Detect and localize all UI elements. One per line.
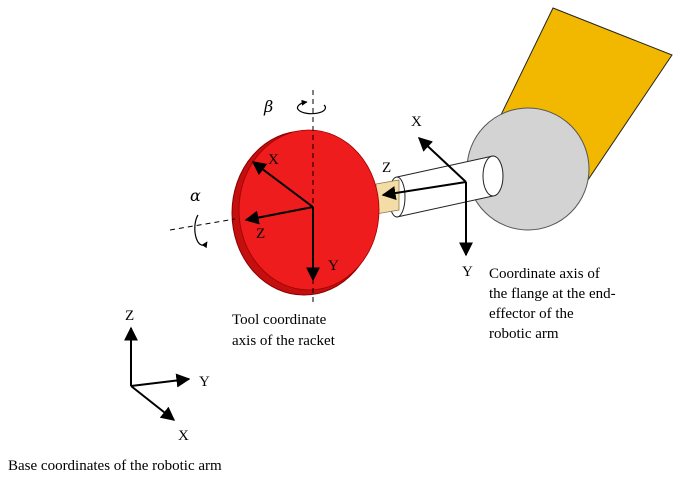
flange-caption-line-2: the flange at the end-	[489, 286, 616, 302]
base-y-label: Y	[199, 374, 210, 390]
flange-caption-line-1: Coordinate axis of	[489, 266, 600, 282]
base-x-label: X	[178, 428, 189, 444]
alpha-rotation-icon	[194, 214, 208, 249]
flange-caption-line-3: effector of the	[489, 306, 574, 322]
base-z-label: Z	[125, 308, 134, 324]
tool-coordinate-frame	[244, 161, 320, 282]
flange-coordinate-frame	[381, 137, 473, 257]
flange-y-label: Y	[462, 264, 473, 280]
beta-rotation-icon	[296, 99, 327, 115]
tool-x-label: X	[268, 152, 279, 168]
base-caption: Base coordinates of the robotic arm	[8, 458, 222, 474]
alpha-rotation-axis	[169, 218, 236, 231]
alpha-label: α	[190, 186, 201, 205]
flange-z-label: Z	[382, 160, 391, 176]
tool-z-label: Z	[256, 226, 265, 242]
beta-label: β	[263, 97, 273, 116]
flange-caption-line-4: robotic arm	[489, 326, 559, 342]
tool-y-label: Y	[328, 258, 339, 274]
tool-caption-line-2: axis of the racket	[232, 333, 336, 349]
flange-caption: Coordinate axis of the flange at the end…	[489, 266, 616, 342]
base-coordinate-frame	[124, 326, 191, 421]
racket-handle	[375, 179, 400, 215]
flange-adapter	[388, 155, 504, 218]
flange-x-label: X	[411, 114, 422, 130]
tool-caption-line-1: Tool coordinate	[232, 312, 327, 328]
racket-head	[231, 129, 380, 296]
tool-caption: Tool coordinate axis of the racket	[232, 312, 336, 349]
